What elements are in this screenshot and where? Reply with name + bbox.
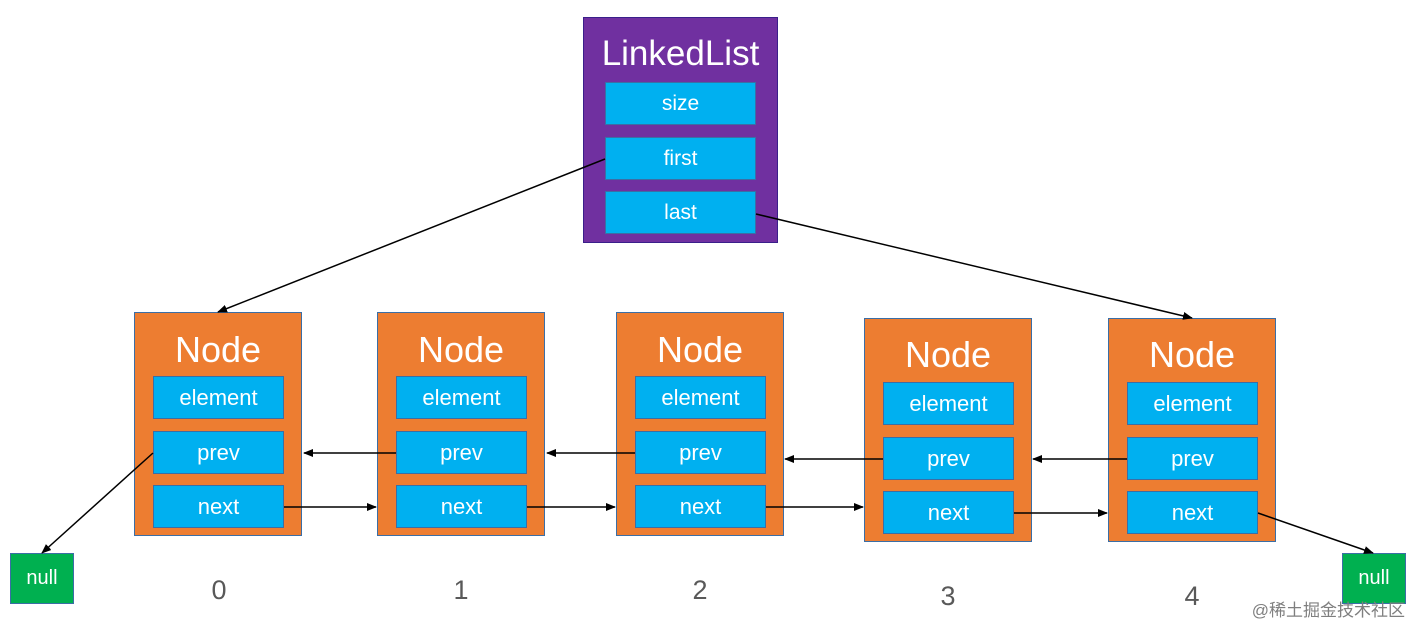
node-1-index: 1 xyxy=(453,575,469,605)
linkedlist-size-field: size xyxy=(605,82,756,125)
node-3-index: 3 xyxy=(940,581,956,611)
node-0-title: Node xyxy=(174,329,262,370)
node-4-prev-field: prev xyxy=(1127,437,1258,480)
linkedlist-title: LinkedList xyxy=(601,34,760,73)
arrow-node4-next-to-null xyxy=(1257,512,1374,554)
node-0-next-field: next xyxy=(153,485,284,528)
node-3-element-field: element xyxy=(883,382,1014,425)
node-3-prev-field: prev xyxy=(883,437,1014,480)
node-1-next-field: next xyxy=(396,485,527,528)
node-1-prev-field: prev xyxy=(396,431,527,474)
node-0-element-field: element xyxy=(153,376,284,419)
arrow-node0-prev-to-null xyxy=(41,452,154,554)
node-4-element-field: element xyxy=(1127,382,1258,425)
node-4-title: Node xyxy=(1148,334,1236,375)
null-box-right: null xyxy=(1342,553,1406,604)
node-3-title: Node xyxy=(904,334,992,375)
arrow-last-to-node-4 xyxy=(755,213,1193,320)
node-2-next-field: next xyxy=(635,485,766,528)
linkedlist-last-field: last xyxy=(605,191,756,234)
node-4-next-field: next xyxy=(1127,491,1258,534)
node-2-element-field: element xyxy=(635,376,766,419)
node-4-index: 4 xyxy=(1184,581,1200,611)
watermark: @稀土掘金技术社区 xyxy=(1251,601,1405,620)
node-0-index: 0 xyxy=(211,575,227,605)
node-2-prev-field: prev xyxy=(635,431,766,474)
node-1-title: Node xyxy=(417,329,505,370)
null-box-left: null xyxy=(10,553,74,604)
node-2-title: Node xyxy=(656,329,744,370)
node-1-element-field: element xyxy=(396,376,527,419)
node-3-next-field: next xyxy=(883,491,1014,534)
node-0-prev-field: prev xyxy=(153,431,284,474)
arrow-first-to-node-0 xyxy=(217,158,606,313)
node-2-index: 2 xyxy=(692,575,708,605)
linkedlist-first-field: first xyxy=(605,137,756,180)
